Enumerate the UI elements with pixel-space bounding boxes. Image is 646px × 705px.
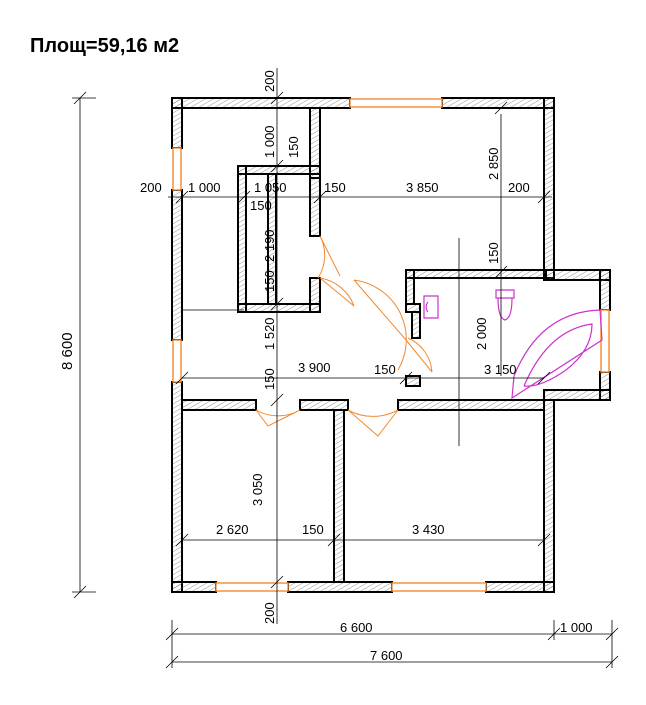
dim-width-main: 6 600 (340, 620, 373, 635)
dimension-labels: 200 1 000 150 2 850 200 1 000 1 050 150 … (59, 70, 593, 663)
door-bedroom-right (347, 409, 399, 437)
wall-ext-bottom (543, 389, 611, 401)
wall-top-right (441, 97, 555, 109)
dim-top-wall: 200 (262, 70, 277, 92)
dim-right-upper: 2 850 (486, 147, 501, 180)
dim-bath-wall: 150 (486, 242, 501, 264)
wall-hall-c (397, 399, 545, 411)
dim-right-wall: 200 (508, 180, 530, 195)
dim-bed-wall: 150 (302, 522, 324, 537)
dim-closet-wall-bot: 150 (262, 270, 277, 292)
wall-closet-inner (267, 173, 277, 305)
window-bottom-left (215, 582, 289, 592)
dim-bed1-w: 2 620 (216, 522, 249, 537)
wall-closet-left (237, 165, 247, 313)
wall-top-left (171, 97, 351, 109)
wall-left-upper (171, 97, 183, 149)
wall-bath-left-d (405, 375, 421, 387)
window-bottom-right (391, 582, 487, 592)
dim-partition-1: 150 (324, 180, 346, 195)
dim-left-wall: 200 (140, 180, 162, 195)
area-title: Площ=59,16 м2 (30, 35, 179, 57)
dim-bath-wall-2: 150 (374, 362, 396, 377)
dim-bed2-w: 3 430 (412, 522, 445, 537)
dim-left-room-w: 1 000 (188, 180, 221, 195)
dim-corridor-top: 1 000 (262, 125, 277, 158)
bathtub-icon (511, 309, 603, 400)
toilet-icon (495, 289, 515, 321)
dim-hall-w: 3 900 (298, 360, 331, 375)
wall-partition-upper-b (309, 177, 321, 237)
dim-mid-wall: 150 (262, 368, 277, 390)
wall-right-upper (543, 97, 555, 279)
dim-big-room-w: 3 850 (406, 180, 439, 195)
door-closet (319, 277, 355, 307)
window-left-lower (172, 339, 182, 383)
dim-closet-w: 1 050 (254, 180, 287, 195)
dim-hall-h: 1 520 (262, 317, 277, 350)
wall-closet-top (237, 165, 321, 175)
wall-left-mid (171, 189, 183, 341)
wall-bottom-b (287, 581, 393, 593)
wall-bottom-a (171, 581, 217, 593)
window-left-upper (172, 147, 182, 191)
wall-bath-left-b (405, 303, 421, 313)
dim-bath-h: 2 000 (474, 317, 489, 350)
wall-bedroom-divider (333, 409, 345, 583)
dim-height-total: 8 600 (59, 332, 76, 370)
dim-closet-wall-top: 150 (250, 198, 272, 213)
doors (255, 235, 433, 437)
dim-width-total: 7 600 (370, 648, 403, 663)
door-room-upper (317, 235, 341, 279)
wall-left-lower (171, 381, 183, 593)
wall-hall-a (181, 399, 257, 411)
door-hall-main (353, 279, 407, 371)
wall-bath-left-a (405, 269, 415, 305)
wall-bath-top (405, 269, 547, 279)
walls (171, 97, 611, 593)
dim-bedroom-h: 3 050 (250, 473, 265, 506)
bath-fixtures (423, 289, 603, 400)
wall-right-lower (543, 399, 555, 593)
wall-bath-left-c (411, 311, 421, 339)
dim-closet-h: 2 190 (262, 229, 277, 262)
dim-width-ext: 1 000 (560, 620, 593, 635)
door-bedroom-left (255, 409, 301, 427)
dim-bottom-wall: 200 (262, 602, 277, 624)
dim-bath-w: 3 150 (484, 362, 517, 377)
wall-closet-bottom (237, 303, 321, 313)
dimension-lines (72, 68, 619, 669)
sink-icon (423, 295, 439, 319)
windows (172, 98, 610, 592)
window-top (349, 98, 443, 108)
window-bath (600, 309, 610, 373)
door-bath (405, 337, 433, 373)
wall-hall-b (299, 399, 349, 411)
wall-bottom-c (485, 581, 555, 593)
dim-stub-top: 150 (286, 136, 301, 158)
wall-ext-right-a (599, 269, 611, 311)
